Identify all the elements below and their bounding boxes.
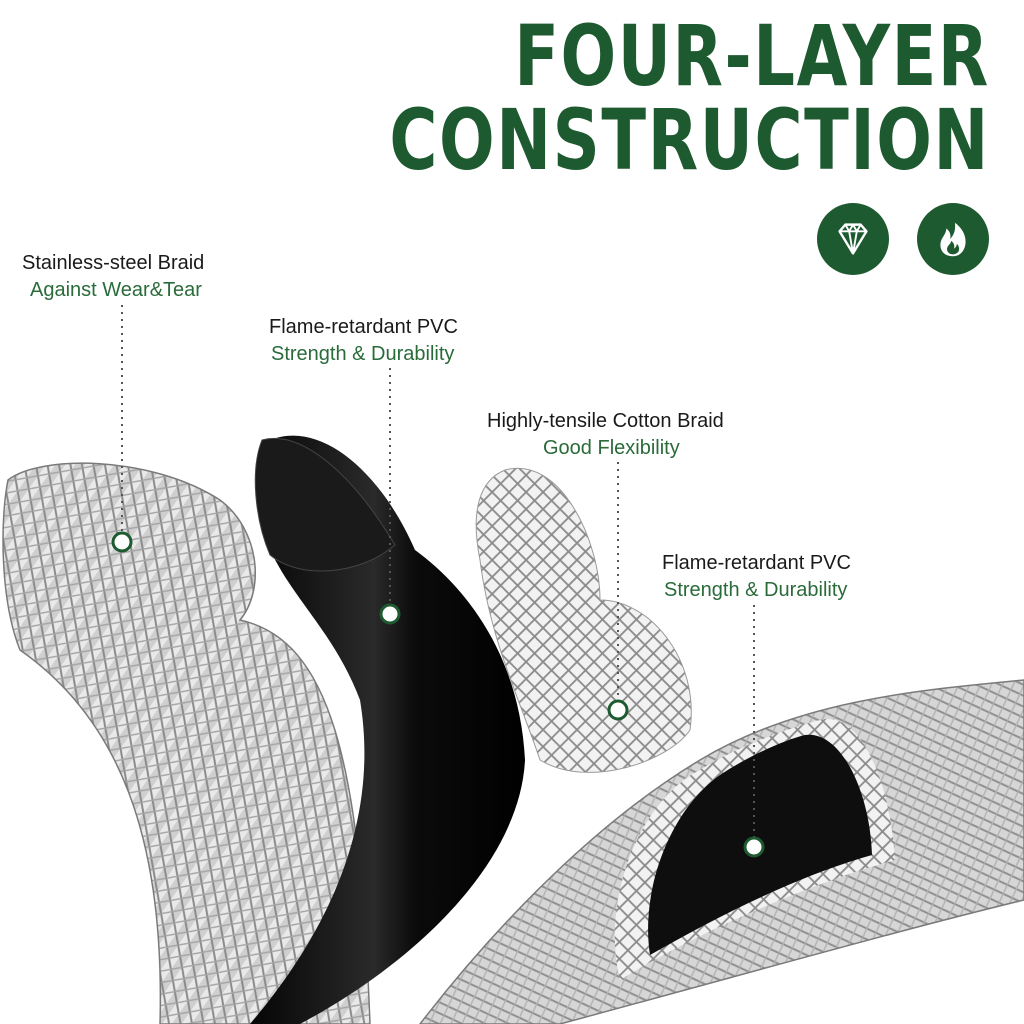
layer-benefit: Against Wear&Tear bbox=[30, 279, 202, 301]
diamond-icon bbox=[838, 223, 868, 255]
layer-benefit: Good Flexibility bbox=[543, 437, 680, 459]
layer-label-flame-retardant-pvc-outer: Flame-retardant PVC Strength & Durabilit… bbox=[662, 550, 851, 604]
title-line-1: FOUR-LAYER bbox=[514, 7, 990, 105]
flame-badge bbox=[917, 203, 989, 275]
flame-icon bbox=[940, 222, 966, 257]
layer-label-cotton-braid: Highly-tensile Cotton Braid Good Flexibi… bbox=[487, 408, 724, 462]
layer-benefit: Strength & Durability bbox=[271, 343, 455, 365]
layer-label-stainless-steel-braid: Stainless-steel Braid Against Wear&Tear bbox=[22, 250, 204, 304]
page-title: FOUR-LAYER CONSTRUCTION bbox=[389, 14, 990, 182]
layer-name: Stainless-steel Braid bbox=[22, 252, 205, 274]
layer-benefit: Strength & Durability bbox=[664, 579, 848, 601]
layer-name: Flame-retardant PVC bbox=[662, 552, 851, 574]
layer-name: Highly-tensile Cotton Braid bbox=[487, 410, 724, 432]
title-line-2: CONSTRUCTION bbox=[389, 91, 990, 189]
diamond-badge bbox=[817, 203, 889, 275]
layer-label-flame-retardant-pvc-inner: Flame-retardant PVC Strength & Durabilit… bbox=[269, 314, 458, 368]
layer-name: Flame-retardant PVC bbox=[269, 316, 458, 338]
